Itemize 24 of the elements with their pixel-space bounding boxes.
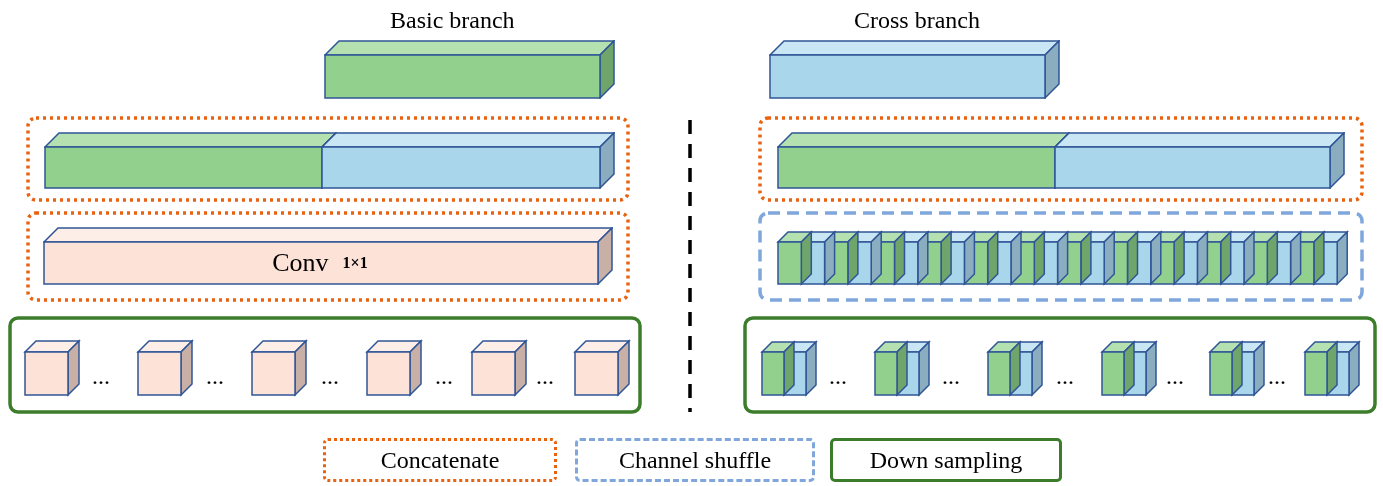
branch-heading: Basic branch bbox=[390, 8, 515, 32]
feature-block bbox=[777, 132, 1070, 189]
legend-entry: Channel shuffle bbox=[575, 438, 815, 482]
ellipsis-label: ... bbox=[942, 364, 960, 388]
feature-block bbox=[324, 40, 615, 99]
ellipsis-label: ... bbox=[435, 364, 453, 388]
branch-heading: Cross branch bbox=[854, 8, 980, 32]
ellipsis-label: ... bbox=[829, 364, 847, 388]
feature-block bbox=[321, 132, 615, 189]
legend-entry: Down sampling bbox=[830, 438, 1062, 482]
ellipsis-label: ... bbox=[92, 364, 110, 388]
ellipsis-label: ... bbox=[321, 364, 339, 388]
conv-block bbox=[43, 227, 613, 285]
feature-block bbox=[44, 132, 337, 189]
legend-entry: Concatenate bbox=[323, 438, 557, 482]
ellipsis-label: ... bbox=[206, 364, 224, 388]
kernel-size-label: 1×1 bbox=[342, 254, 368, 272]
block-label: Conv bbox=[272, 248, 329, 278]
feature-block bbox=[769, 40, 1060, 99]
ellipsis-label: ... bbox=[536, 364, 554, 388]
ellipsis-label: ... bbox=[1268, 364, 1286, 388]
feature-block bbox=[1054, 132, 1345, 189]
ellipsis-label: ... bbox=[1056, 364, 1074, 388]
ellipsis-label: ... bbox=[1166, 364, 1184, 388]
